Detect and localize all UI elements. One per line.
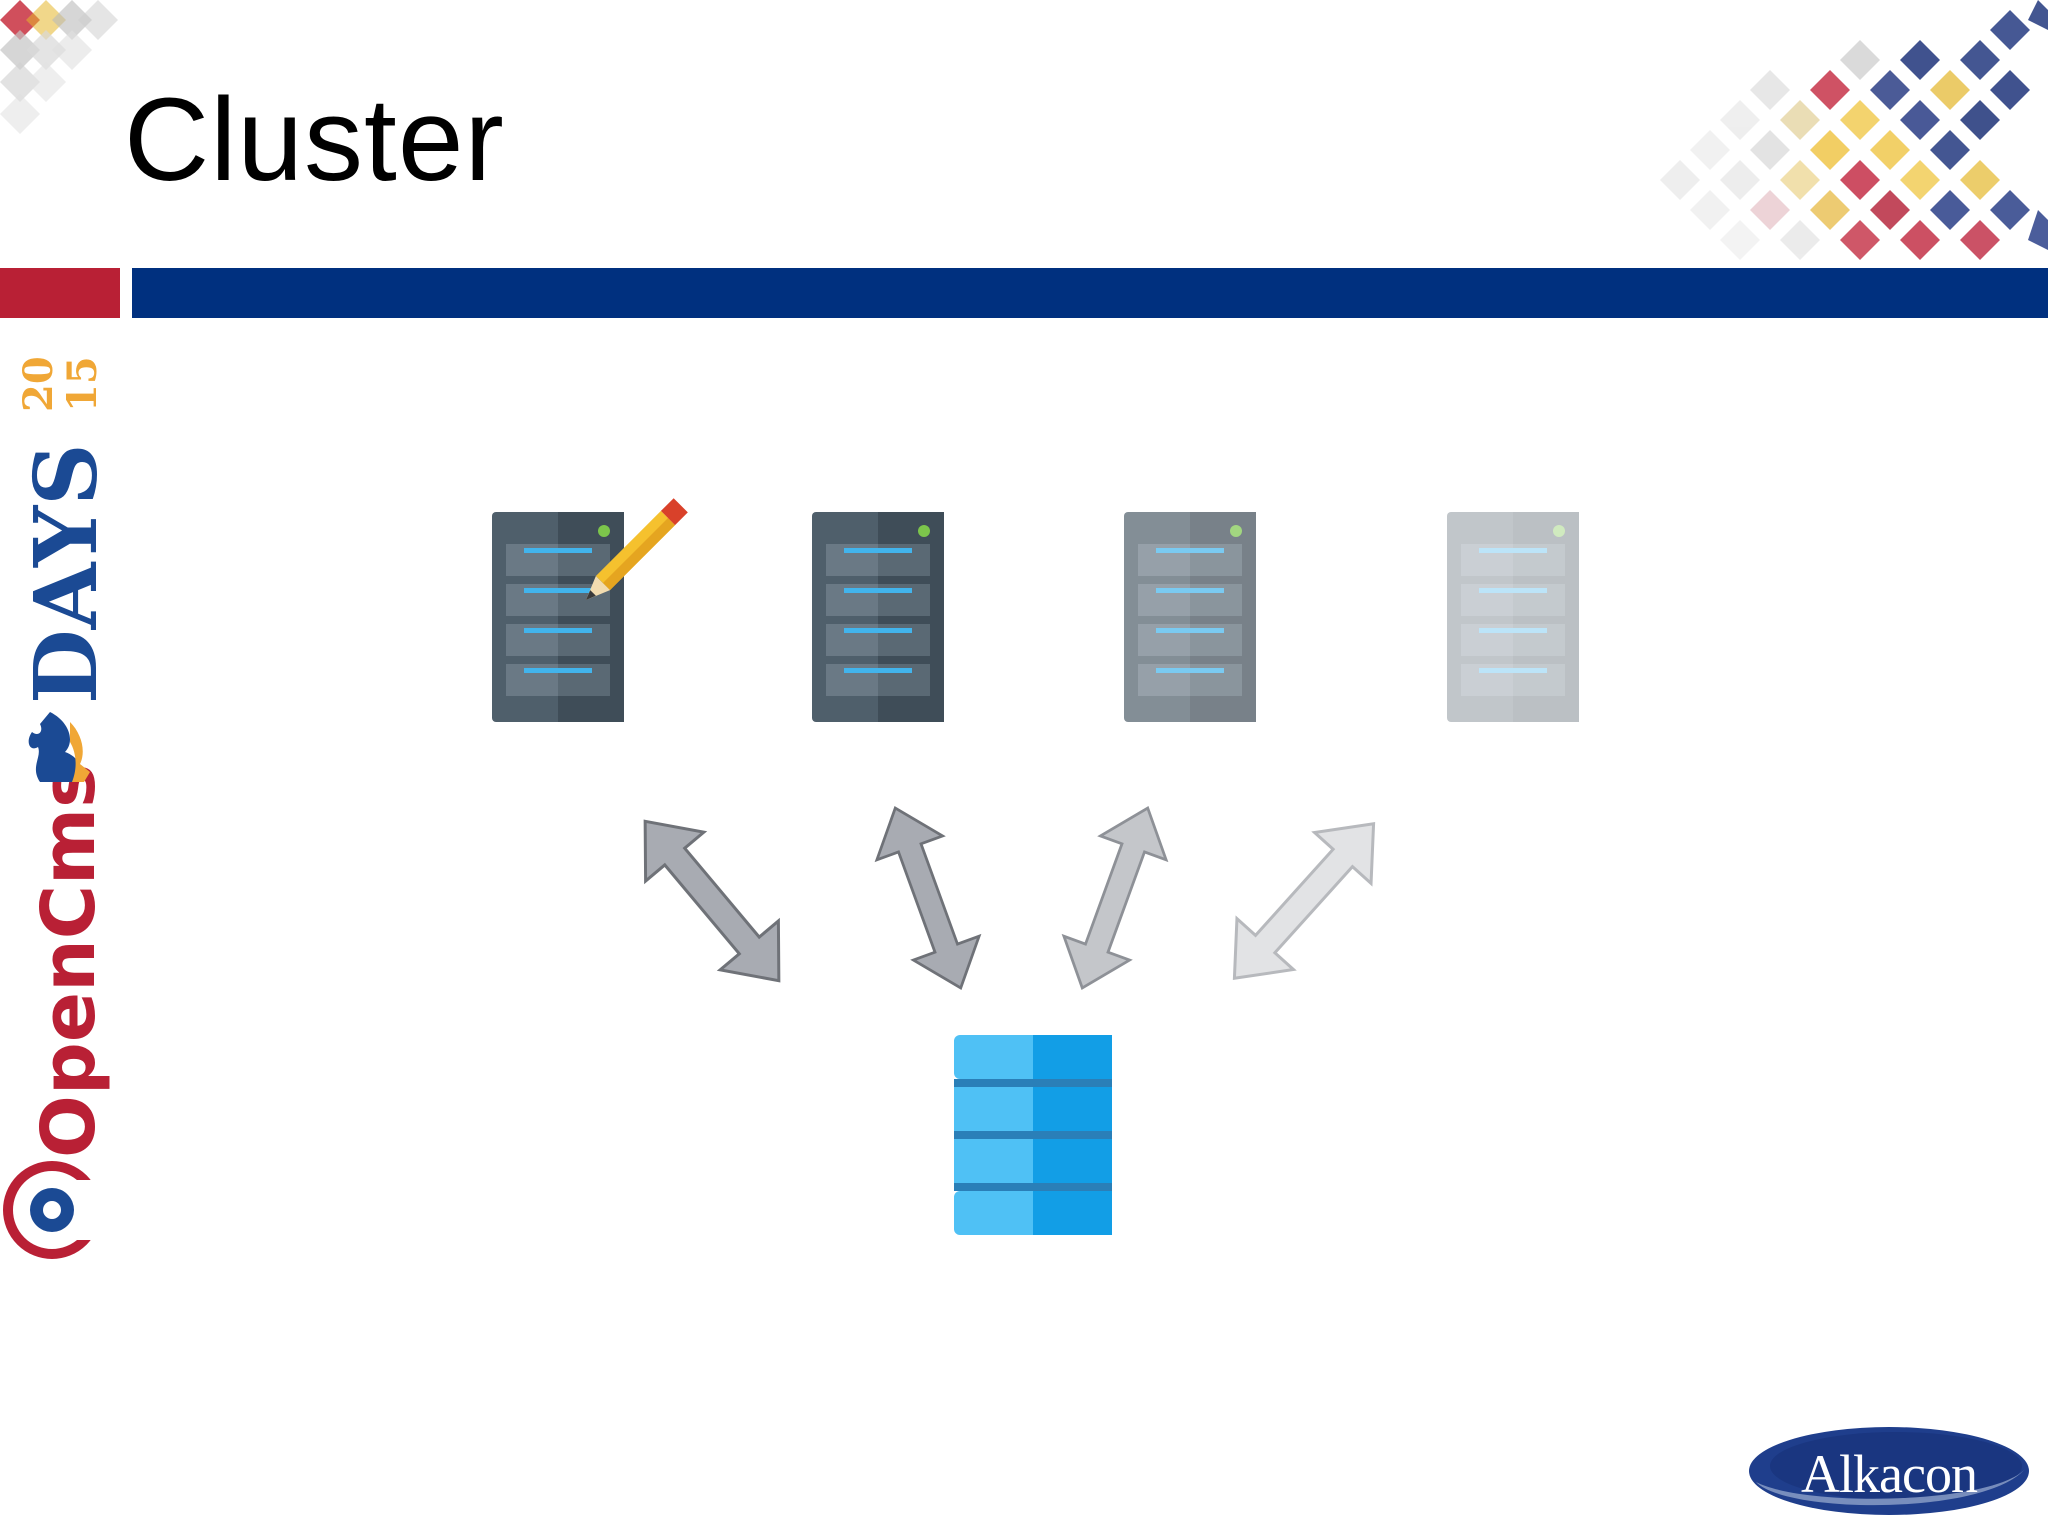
server-1 <box>492 512 624 722</box>
top-left-diamond-pattern <box>0 0 118 134</box>
header-bar-red <box>0 268 120 318</box>
server-icon <box>1447 512 1579 722</box>
pencil-icon <box>585 498 688 601</box>
server-icon <box>812 512 944 722</box>
top-right-diamond-pattern <box>1660 0 2048 260</box>
opencms-days-logo: OpenCms DAYS 20 15 <box>3 356 110 1259</box>
server-3 <box>1124 512 1256 722</box>
opencms-wordmark: OpenCms <box>26 764 110 1158</box>
bidirectional-arrow-icon <box>614 795 810 1007</box>
server-2 <box>812 512 944 722</box>
year-bottom: 15 <box>59 356 106 412</box>
flame-icon <box>28 712 90 782</box>
bidirectional-arrow-icon <box>1204 796 1404 1006</box>
year-top: 20 <box>15 356 62 412</box>
server-4 <box>1447 512 1579 722</box>
slide-title: Cluster <box>124 74 505 206</box>
database-icon <box>954 1035 1112 1235</box>
alkacon-logo <box>1749 1427 2029 1515</box>
header-bar-blue <box>132 268 2048 318</box>
days-wordmark: DAYS <box>16 443 110 704</box>
bidirectional-arrow-icon <box>1048 794 1182 1002</box>
server-icon <box>492 512 624 722</box>
opencms-ring-icon <box>3 1161 108 1259</box>
bidirectional-arrow-icon <box>861 794 995 1002</box>
alkacon-wordmark: Alkacon <box>1801 1444 1978 1504</box>
server-icon <box>1124 512 1256 722</box>
